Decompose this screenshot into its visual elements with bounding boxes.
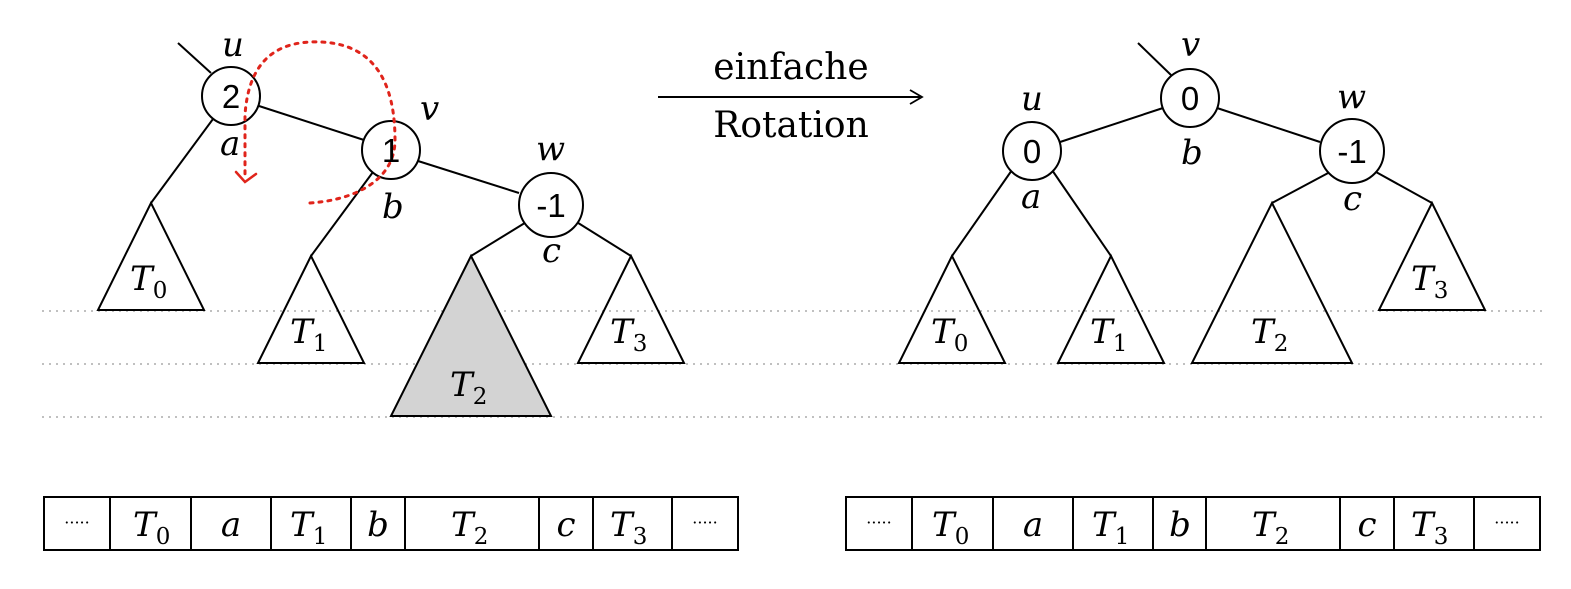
node-u-key: a — [220, 124, 240, 164]
arrow-label-line1: einfache — [713, 47, 868, 88]
subtree-t1-label-after: T1 — [1090, 312, 1127, 357]
node-v-balance: 1 — [382, 132, 400, 169]
node-u-circle-after — [1002, 121, 1062, 181]
edge-v-w — [1216, 107, 1321, 143]
arrow-label-line2: Rotation — [713, 105, 869, 146]
subtree-t0-triangle-after — [897, 253, 1007, 364]
node-u-name-after: u — [1021, 79, 1043, 119]
node-w-balance-after: -1 — [1337, 133, 1366, 170]
subtree-t0-label-after: T0 — [931, 312, 968, 357]
subtree-t1-triangle-after — [1056, 253, 1166, 364]
array-before-cell-dots-right: ····· — [692, 513, 717, 532]
edge-u-t0 — [951, 169, 1013, 257]
node-u-balance-after: 0 — [1023, 133, 1041, 170]
array-before-cell-t1: T1 — [290, 505, 327, 550]
node-v-name: v — [420, 89, 439, 129]
edge-v-t1 — [310, 171, 374, 257]
arrow-head — [909, 89, 924, 105]
subtree-t2-triangle — [389, 253, 553, 417]
node-v-balance-after: 0 — [1181, 80, 1199, 117]
edge-u-v — [258, 105, 365, 141]
node-w-key-after: c — [1343, 179, 1362, 219]
array-before-cell-t3: T3 — [610, 505, 647, 550]
array-before-cell-dots-left: ····· — [64, 513, 89, 532]
edge-v-u — [1056, 107, 1164, 144]
node-v-key-after: b — [1181, 133, 1203, 173]
array-before-frame — [43, 496, 739, 551]
rotation-arc — [243, 40, 397, 205]
subtree-t2-label-after: T2 — [1251, 312, 1288, 357]
array-after: ····· T0 a T1 b T2 c T3 ····· — [845, 496, 1541, 551]
node-v-key: b — [382, 187, 404, 227]
array-after-cell-t3: T3 — [1411, 505, 1448, 550]
array-after-frame — [845, 496, 1541, 551]
tree-after-labels: v 0 b u 0 a w -1 c T0 T1 T2 T3 — [931, 25, 1448, 357]
subtree-t3-label-after: T3 — [1411, 259, 1448, 304]
node-w-name-after: w — [1337, 77, 1366, 117]
node-w-circle — [518, 172, 584, 238]
array-before-cell-c: c — [556, 505, 575, 545]
node-w-balance: -1 — [536, 187, 565, 224]
edge-parent-u — [177, 42, 212, 74]
subtree-t3-label: T3 — [610, 312, 647, 357]
subtree-t2-label: T2 — [450, 365, 487, 410]
node-w-key: c — [542, 231, 561, 271]
node-u-balance: 2 — [222, 78, 240, 115]
rotation-arrowhead — [234, 170, 258, 184]
array-before-cell-t0: T0 — [133, 505, 170, 550]
edge-parent-v — [1137, 42, 1172, 76]
subtree-t3-triangle — [576, 253, 686, 364]
edge-w-t3 — [1375, 171, 1433, 204]
subtree-t3-triangle-after — [1377, 200, 1487, 311]
subtree-t2-triangle-after — [1190, 200, 1354, 364]
array-after-cell-c: c — [1357, 505, 1376, 545]
tree-before-labels: u 2 a v 1 b w -1 c T0 T1 T2 T3 — [130, 25, 647, 410]
edge-u-t0 — [150, 118, 214, 204]
transform-arrow: einfache Rotation — [658, 47, 924, 146]
array-before-cell-b: b — [367, 505, 389, 545]
node-v-name-after: v — [1181, 25, 1200, 65]
node-w-circle-after — [1319, 118, 1385, 184]
array-before-cell-t2: T2 — [451, 505, 488, 550]
subtree-t1-triangle — [256, 253, 366, 364]
subtree-t0-label: T0 — [130, 259, 167, 304]
edge-v-w — [417, 160, 520, 194]
array-after-cell-t2: T2 — [1252, 505, 1289, 550]
array-before-cell-a: a — [221, 505, 241, 545]
array-after-cell-t1: T1 — [1092, 505, 1129, 550]
subtree-t0-triangle — [96, 200, 206, 311]
tree-before — [96, 42, 686, 417]
array-after-cell-t0: T0 — [932, 505, 969, 550]
edge-w-t2 — [1271, 171, 1331, 204]
rotation-indicator — [234, 40, 397, 205]
node-v-circle — [361, 120, 421, 180]
node-u-name: u — [222, 25, 244, 65]
edge-w-t3 — [574, 220, 632, 257]
tree-after — [897, 42, 1487, 364]
array-after-cell-b: b — [1169, 505, 1191, 545]
edge-u-t1 — [1051, 169, 1112, 257]
node-u-key-after: a — [1021, 177, 1041, 217]
array-after-cell-dots-right: ····· — [1494, 513, 1519, 532]
subtree-t1-label: T1 — [290, 312, 327, 357]
array-after-cell-a: a — [1023, 505, 1043, 545]
node-v-circle-after — [1160, 68, 1220, 128]
array-before: ····· T0 a T1 b T2 c T3 ····· — [43, 496, 739, 551]
array-after-cell-dots-left: ····· — [866, 513, 891, 532]
edge-w-t2 — [470, 220, 529, 257]
node-w-name: w — [536, 129, 565, 169]
